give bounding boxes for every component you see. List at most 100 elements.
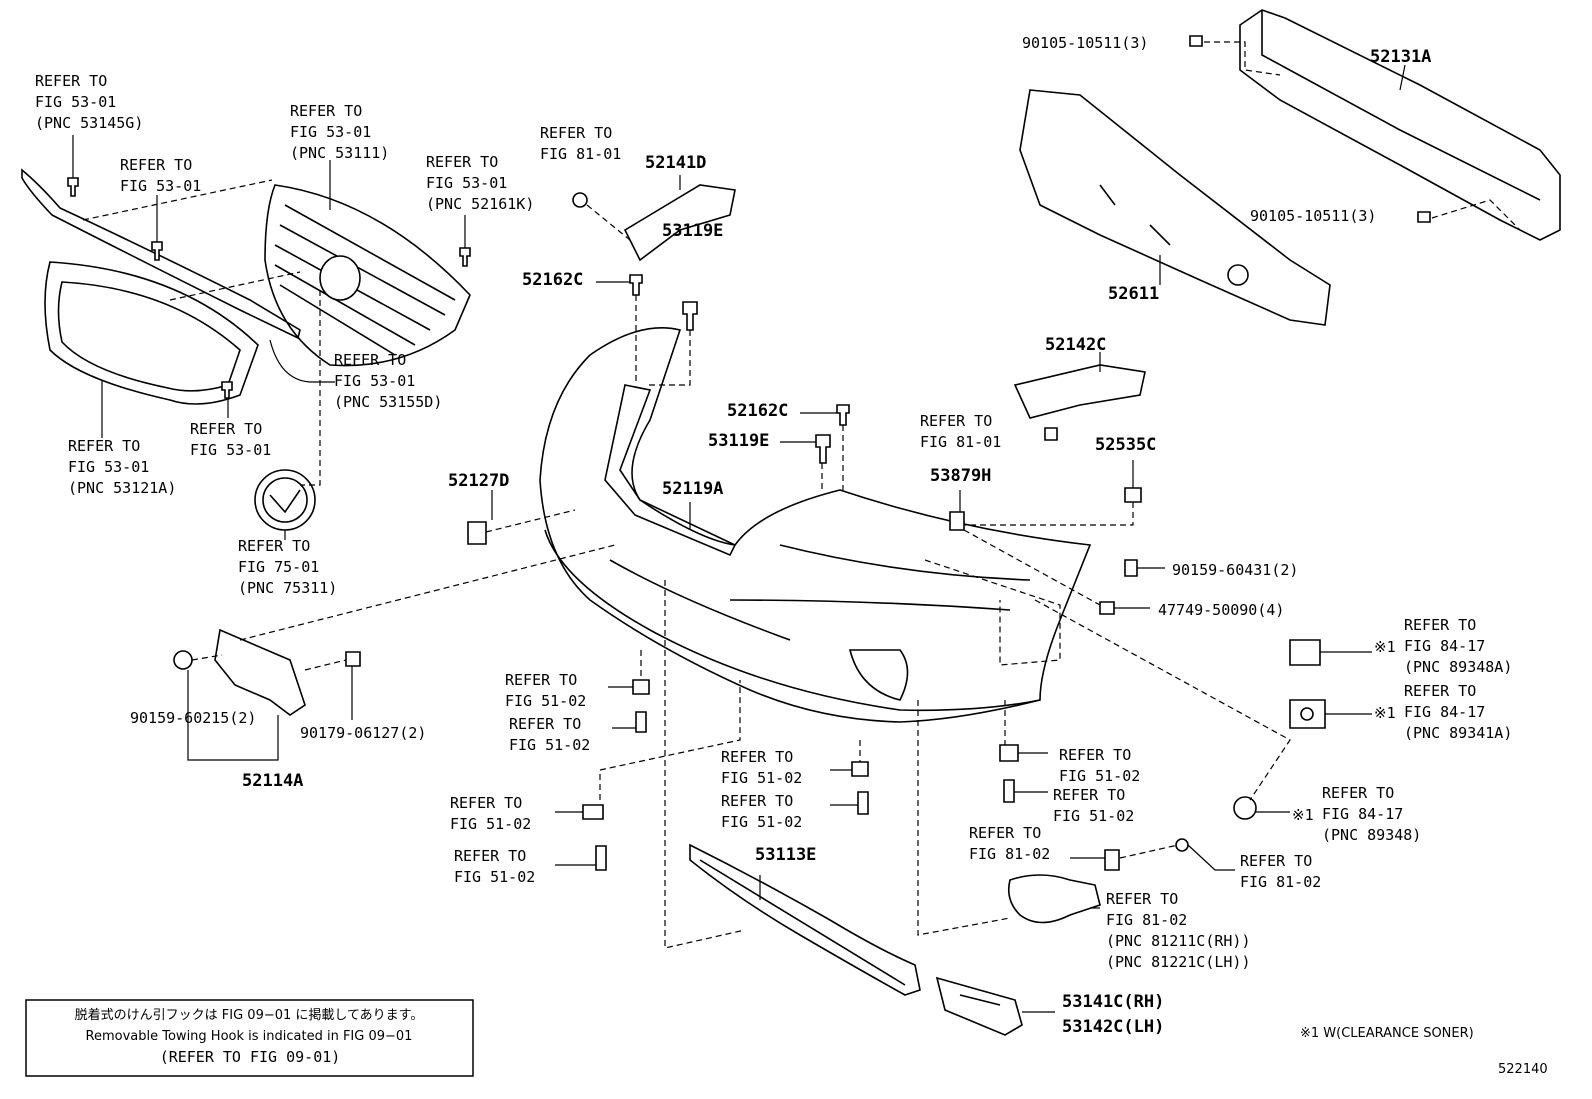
refer-note-r14-line-0: REFER TO <box>505 671 577 689</box>
part-number-53141C: 53141C(RH) <box>1062 992 1164 1012</box>
refer-note-r4-line-2: (PNC 52161K) <box>426 195 534 213</box>
refer-note-r3-line-0: REFER TO <box>290 102 362 120</box>
clip-52162C-a <box>629 274 643 296</box>
screw-53119E-a <box>682 301 698 331</box>
refer-note-r18-line-0: REFER TO <box>450 794 522 812</box>
refer-note-r22-line-0: REFER TO <box>969 824 1041 842</box>
license-plate-bracket-52114A <box>214 628 306 716</box>
refer-note-r12-line-1: FIG 84-17 <box>1404 703 1485 721</box>
clip-51-02-g <box>999 744 1019 762</box>
screw-47749 <box>1099 601 1115 615</box>
clip-81-01 <box>1044 427 1058 441</box>
refer-note-r24-line-3: (PNC 81221C(LH)) <box>1106 953 1251 971</box>
refer-note-r1-line-1: FIG 53-01 <box>35 93 116 111</box>
screw-90159-60215 <box>173 650 193 670</box>
refer-note-r4-line-1: FIG 53-01 <box>426 174 507 192</box>
refer-note-r3-line-2: (PNC 53111) <box>290 144 389 162</box>
refer-note-r4-line-0: REFER TO <box>426 153 498 171</box>
refer-note-r11-line-1: FIG 84-17 <box>1404 637 1485 655</box>
refer-note-r19-line-0: REFER TO <box>454 847 526 865</box>
refer-note-r16-line-0: REFER TO <box>721 748 793 766</box>
refer-note-r17-line-1: FIG 51-02 <box>721 813 802 831</box>
refer-note-r10-line-0: REFER TO <box>920 412 992 430</box>
refer-note-r8-line-0: REFER TO <box>68 437 140 455</box>
refer-note-r8-line-2: (PNC 53121A) <box>68 479 176 497</box>
refer-note-r5-line-0: REFER TO <box>540 124 612 142</box>
refer-note-r5-line-1: FIG 81-01 <box>540 145 621 163</box>
screw-81-01-left <box>572 192 588 208</box>
refer-note-r20-line-1: FIG 51-02 <box>1059 767 1140 785</box>
refer-note-r24-line-2: (PNC 81211C(RH)) <box>1106 932 1251 950</box>
part-number-53113E: 53113E <box>755 845 816 865</box>
clip-51-02-e <box>851 761 869 777</box>
refer-note-r12-line-2: (PNC 89341A) <box>1404 724 1512 742</box>
screw-51-02-f <box>857 791 869 815</box>
fog-lamp-assembly <box>1007 874 1101 924</box>
clip-52161K <box>459 247 471 267</box>
retainer-52142C <box>1013 364 1146 419</box>
grille-molding-strip <box>21 168 301 340</box>
clip-51-02-a <box>632 679 650 695</box>
note-line-ref: (REFER TO FIG 09-01) <box>160 1048 341 1066</box>
sonar-mark-2: ※1 <box>1374 704 1396 722</box>
part-number-52114A: 52114A <box>242 771 303 791</box>
screw-51-02-h <box>1003 779 1015 803</box>
refer-note-r6-line-1: FIG 53-01 <box>334 372 415 390</box>
refer-note-r7-line-1: FIG 53-01 <box>190 441 271 459</box>
refer-note-r17-line-0: REFER TO <box>721 792 793 810</box>
refer-note-r15-line-0: REFER TO <box>509 715 581 733</box>
refer-note-r24-line-1: FIG 81-02 <box>1106 911 1187 929</box>
emblem <box>254 469 316 531</box>
part-number-53142C: 53142C(LH) <box>1062 1017 1164 1037</box>
bolt-90105-a <box>1189 35 1203 47</box>
screw-51-02-b <box>635 711 647 733</box>
refer-note-r20-line-0: REFER TO <box>1059 746 1131 764</box>
refer-note-r23-line-1: FIG 81-02 <box>1240 873 1321 891</box>
front-bumper-cover <box>539 327 1092 723</box>
sonar-mark-3: ※1 <box>1292 806 1314 824</box>
part-number-52119A: 52119A <box>662 479 723 499</box>
refer-note-r1-line-0: REFER TO <box>35 72 107 90</box>
part-number-52162Cb: 52162C <box>727 401 788 421</box>
bumper-reinforcement-52131A <box>1239 9 1561 241</box>
lower-grille-53113E <box>689 843 921 996</box>
refer-note-r23-line-0: REFER TO <box>1240 852 1312 870</box>
refer-note-r13-line-2: (PNC 89348) <box>1322 826 1421 844</box>
note-line-en: Removable Towing Hook is indicated in FI… <box>86 1029 413 1044</box>
part-number-90105b: 90105-10511(3) <box>1250 207 1376 225</box>
refer-note-r13-line-0: REFER TO <box>1322 784 1394 802</box>
note-box <box>25 999 474 1077</box>
part-number-90179: 90179-06127(2) <box>300 724 426 742</box>
part-number-52131A: 52131A <box>1370 47 1431 67</box>
refer-note-r19-line-1: FIG 51-02 <box>454 868 535 886</box>
refer-note-r2-line-0: REFER TO <box>120 156 192 174</box>
note-line-jp: 脱着式のけん引フックは FIG 09−01 に掲載してあります。 <box>75 1007 424 1023</box>
sonar-bracket-89348A <box>1289 639 1321 666</box>
fog-lamp-bracket <box>1104 849 1120 871</box>
refer-note-r2-line-1: FIG 53-01 <box>120 177 201 195</box>
refer-note-r21-line-0: REFER TO <box>1053 786 1125 804</box>
part-number-52535C: 52535C <box>1095 435 1156 455</box>
refer-note-r12-line-0: REFER TO <box>1404 682 1476 700</box>
clip-53879H <box>949 511 965 531</box>
part-number-52141D: 52141D <box>645 153 706 173</box>
refer-note-r18-line-1: FIG 51-02 <box>450 815 531 833</box>
bumper-absorber-52611 <box>1019 89 1331 326</box>
nut-52535C <box>1124 487 1142 503</box>
part-number-53879H: 53879H <box>930 466 991 486</box>
refer-note-r8-line-1: FIG 53-01 <box>68 458 149 476</box>
part-number-90159a: 90159-60215(2) <box>130 709 256 727</box>
sonar-sensor-89341A <box>1289 699 1326 729</box>
part-number-52127D: 52127D <box>448 471 509 491</box>
refer-note-r6-line-0: REFER TO <box>334 351 406 369</box>
part-number-52162Ca: 52162C <box>522 270 583 290</box>
diagram-id: 522140 <box>1498 1062 1548 1077</box>
part-number-52142C: 52142C <box>1045 335 1106 355</box>
clip-left-53-01 <box>151 241 163 261</box>
refer-note-r22-line-1: FIG 81-02 <box>969 845 1050 863</box>
refer-note-r14-line-1: FIG 51-02 <box>505 692 586 710</box>
refer-note-r6-line-2: (PNC 53155D) <box>334 393 442 411</box>
grille-frame <box>44 261 259 405</box>
refer-note-r10-line-1: FIG 81-01 <box>920 433 1001 451</box>
